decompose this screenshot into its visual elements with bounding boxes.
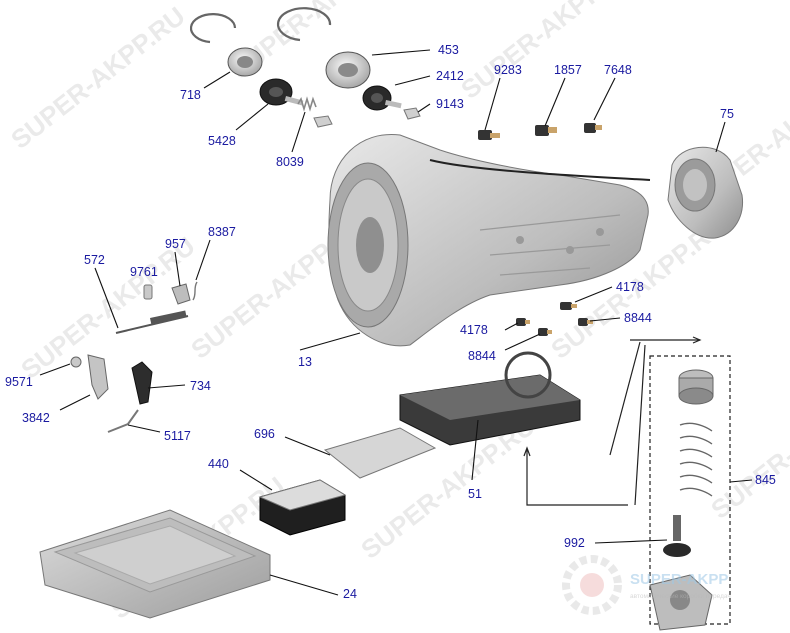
separator-plate-696 [323,427,437,479]
label-8844-left: 8844 [468,349,496,363]
spring-8039 [297,96,333,128]
accumulator-housing [649,574,713,631]
label-845: 845 [755,473,776,487]
label-9571: 9571 [5,375,33,389]
label-8844-right: 8844 [624,311,652,325]
clip-9571 [70,356,82,368]
snap-ring-718 [189,13,237,44]
spring-8387 [192,281,198,301]
oil-pan-24 [39,509,271,619]
label-13: 13 [298,355,312,369]
label-75: 75 [720,107,734,121]
label-992: 992 [564,536,585,550]
label-24: 24 [343,587,357,601]
label-718: 718 [180,88,201,102]
label-9761: 9761 [130,265,158,279]
watermark-text: SUPER-AKPP.RU [455,0,640,105]
watermark-text: SUPER-AKPP.RU [15,231,200,385]
detent-lever-3842 [87,354,109,400]
brand-logo: SUPER-AKPP автоматические коробки переда… [562,555,731,615]
sensor-7648 [584,123,602,133]
logo-subtext: автоматические коробки передач [630,592,731,600]
valve-body-51 [399,351,581,446]
label-4178-right: 4178 [616,280,644,294]
label-2412: 2412 [436,69,464,83]
sensor-1857 [535,125,557,136]
label-51: 51 [468,487,482,501]
label-1857: 1857 [554,63,582,77]
label-957: 957 [165,237,186,251]
shift-rod-572 [115,310,189,334]
pin-9761 [143,284,153,300]
piston-2412 [362,85,402,111]
label-5117: 5117 [164,429,191,443]
accumulator-group-845 [649,355,731,631]
watermark-text: SUPER-AKPP.RU [705,371,790,525]
label-4178-left: 4178 [460,323,488,337]
accumulator-piston-992 [663,515,691,557]
piston-5428 [259,78,304,106]
solenoid-8844-right [578,318,593,326]
solenoid-8844-left [538,328,552,336]
label-5428: 5428 [208,134,236,148]
watermark-text: SUPER-AKPP.RU [5,1,190,155]
label-440: 440 [208,457,229,471]
manual-lever-734 [131,361,153,405]
park-rod-5117 [107,409,139,433]
logo-text: SUPER-AKPP [630,571,728,588]
piston-718 [227,47,263,77]
accumulator-spring [679,422,713,497]
label-734: 734 [190,379,211,393]
plate-9143 [403,107,421,120]
control-module-440 [258,479,347,536]
label-8387: 8387 [208,225,236,239]
accumulator-cap [678,369,714,405]
label-3842: 3842 [22,411,50,425]
label-7648: 7648 [604,63,632,77]
solenoid-4178-left [516,318,530,326]
snap-ring-453 [276,7,332,42]
extension-housing-75 [667,146,744,239]
label-696: 696 [254,427,275,441]
sensor-9283 [478,130,500,140]
assembly-arrows [523,336,702,506]
label-9143: 9143 [436,97,464,111]
transmission-case-13 [327,133,651,347]
bracket-957 [171,283,191,305]
piston-453 [325,51,371,89]
leader-lines [39,49,753,596]
label-8039: 8039 [276,155,304,169]
label-572: 572 [84,253,105,267]
label-453: 453 [438,43,459,57]
part-labels: 453 718 2412 9143 5428 8039 9283 1857 76… [5,43,776,601]
solenoid-4178-right [560,302,577,310]
label-9283: 9283 [494,63,522,77]
